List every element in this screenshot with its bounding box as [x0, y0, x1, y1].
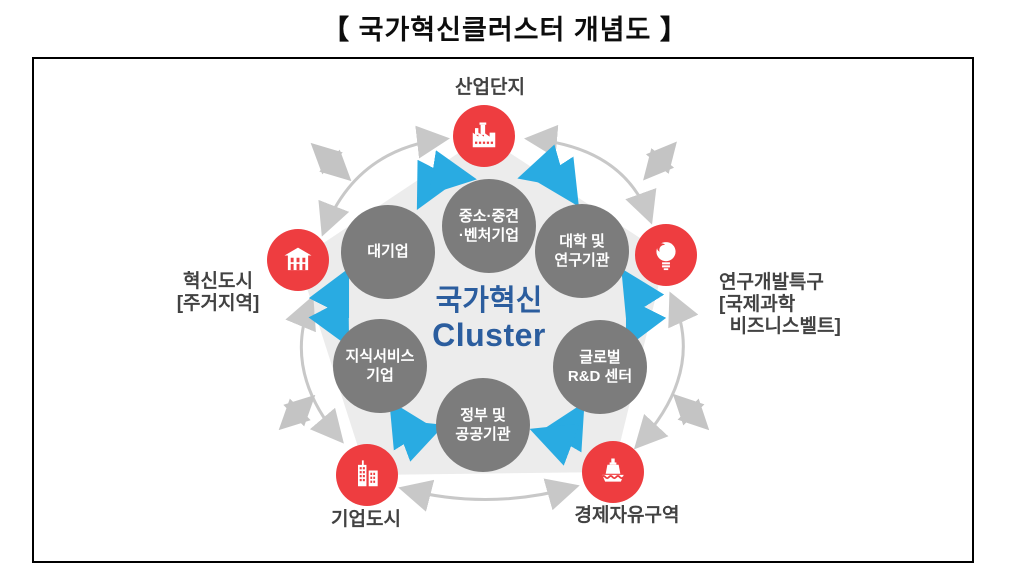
- lightbulb-icon: [656, 242, 676, 271]
- dashed-arrow-bottom-right: [672, 393, 710, 431]
- factory-icon: [472, 122, 496, 148]
- ship-icon: [601, 458, 625, 482]
- blue-arrow-sme-university: [517, 144, 579, 207]
- cluster-center-title-ko: 국가혁신: [435, 285, 543, 317]
- label-free-economic-zone: 경제자유구역: [574, 505, 680, 526]
- dashed-arrow-top-right: [643, 141, 677, 181]
- label-rnd-special-zone: 연구개발특구 [국제과학 비즈니스벨트]: [719, 272, 841, 337]
- label-company-city: 기업도시: [331, 509, 401, 530]
- label-industrial-complex: 산업단지: [455, 77, 525, 98]
- blue-arrow-government-knowledge: [389, 400, 445, 462]
- page-title: 【 국가혁신클러스터 개념도 】: [322, 15, 688, 45]
- cluster-center-title: 국가혁신 Cluster: [389, 285, 589, 353]
- gray-arc-industrial-rndzone: [524, 124, 657, 225]
- gray-arc-freeeconomic-companycity: [398, 478, 580, 512]
- node-large-corp: 대기업: [341, 205, 435, 299]
- house-icon: [284, 247, 312, 271]
- blue-arrow-largecorp-sme: [416, 150, 477, 210]
- node-sme: 중소·중견 ·벤처기업: [442, 179, 536, 273]
- gray-arc-rndzone-freeeconomic: [633, 291, 699, 450]
- hub-company-city: [336, 444, 398, 506]
- node-university: 대학 및 연구기관: [535, 204, 629, 298]
- node-global-rnd: 글로벌 R&D 센터: [553, 320, 647, 414]
- label-innovation-city: 혁신도시 [주거지역]: [176, 271, 260, 314]
- blue-arrow-knowledge-largecorp: [308, 267, 350, 347]
- dashed-arrow-top-left: [310, 142, 352, 182]
- node-government: 정부 및 공공기관: [436, 378, 530, 472]
- gray-arc-companycity-innovationcity: [285, 295, 344, 444]
- node-knowledge-service: 지식서비스 기업: [333, 319, 427, 413]
- hub-rnd-special-zone: [635, 224, 697, 286]
- hub-free-economic-zone: [582, 441, 644, 503]
- gray-arc-innovationcity-industrial: [318, 125, 450, 237]
- blue-arrow-globalrnd-government: [529, 402, 585, 466]
- cluster-center-title-en: Cluster: [432, 317, 546, 353]
- hub-industrial-complex: [453, 105, 515, 167]
- dashed-arrow-bottom-left: [278, 394, 316, 431]
- buildings-icon: [358, 460, 378, 487]
- diagram-frame: 국가혁신 Cluster 중소·중견 ·벤처기업 대기업 대학 및 연구기관 지…: [32, 57, 974, 563]
